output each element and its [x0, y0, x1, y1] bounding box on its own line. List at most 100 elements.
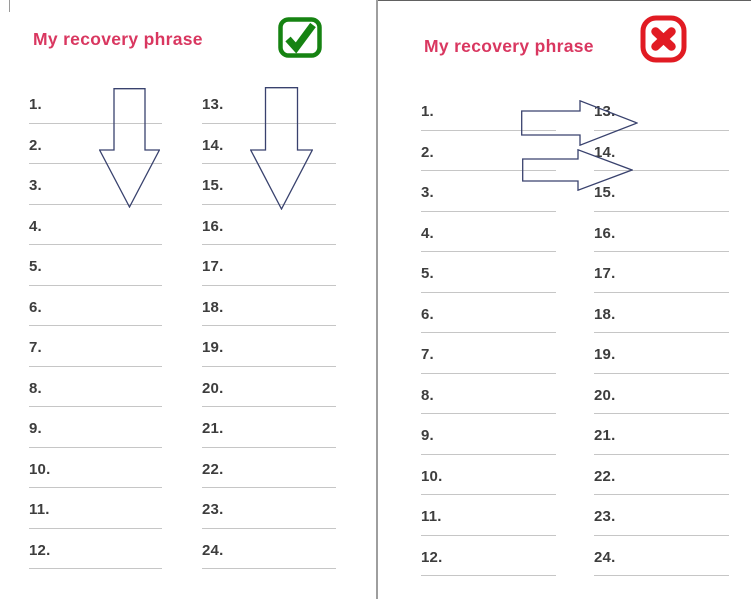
- panel-correct: My recovery phrase 1. 2. 3. 4. 5. 6. 7. 8. 9. 10.…: [29, 17, 336, 578]
- check-icon: [278, 17, 322, 58]
- line-number: 1.: [421, 103, 434, 120]
- phrase-blank-line: 14.: [594, 140, 729, 171]
- phrase-blank-line: 10.: [29, 457, 162, 488]
- phrase-column-13-24: 13.14.15.16.17.18.19.20.21.22.23.24.: [594, 99, 729, 585]
- line-number: 6.: [29, 298, 42, 316]
- line-number: 6.: [421, 305, 434, 323]
- phrase-blank-line: 15.: [202, 173, 336, 205]
- phrase-blank-line: 20.: [202, 376, 336, 407]
- phrase-blank-line: 13.: [202, 92, 336, 124]
- stray-mark: [9, 0, 10, 12]
- line-number: 22.: [202, 460, 224, 478]
- line-number: 3.: [29, 177, 42, 194]
- phrase-blank-line: 21.: [594, 423, 729, 455]
- line-number: 4.: [29, 217, 42, 235]
- phrase-blank-line: 3.: [421, 180, 556, 212]
- phrase-blank-line: 24.: [202, 538, 336, 569]
- line-number: 5.: [29, 258, 42, 275]
- line-number: 23.: [594, 508, 616, 525]
- line-number: 10.: [29, 460, 51, 478]
- line-number: 10.: [421, 467, 443, 485]
- phrase-blank-line: 9.: [421, 423, 556, 455]
- line-number: 24.: [202, 541, 224, 559]
- phrase-blank-line: 23.: [202, 497, 336, 529]
- phrase-blank-line: 5.: [29, 254, 162, 286]
- cross-icon: [640, 15, 687, 63]
- phrase-blank-line: 15.: [594, 180, 729, 212]
- line-number: 17.: [202, 258, 224, 275]
- phrase-blank-line: 12.: [421, 545, 556, 576]
- line-number: 14.: [594, 143, 616, 161]
- phrase-blank-line: 9.: [29, 416, 162, 448]
- phrase-blank-line: 14.: [202, 133, 336, 164]
- phrase-blank-line: 16.: [202, 214, 336, 245]
- phrase-blank-line: 17.: [594, 261, 729, 293]
- phrase-column-1-12: 1. 2. 3. 4. 5. 6. 7. 8. 9. 10. 11. 12.: [421, 99, 556, 585]
- line-number: 12.: [421, 548, 443, 566]
- line-number: 19.: [594, 346, 616, 363]
- phrase-blank-line: 1.: [29, 92, 162, 124]
- phrase-blank-line: 18.: [202, 295, 336, 326]
- phrase-blank-line: 8.: [29, 376, 162, 407]
- phrase-blank-line: 6.: [421, 302, 556, 333]
- line-number: 12.: [29, 541, 51, 559]
- line-number: 21.: [594, 427, 616, 444]
- line-number: 14.: [202, 136, 224, 154]
- page-title: My recovery phrase: [424, 36, 594, 56]
- line-number: 17.: [594, 265, 616, 282]
- line-number: 11.: [29, 501, 50, 518]
- phrase-blank-line: 8.: [421, 383, 556, 414]
- phrase-column-1-12: 1. 2. 3. 4. 5. 6. 7. 8. 9. 10. 11. 12.: [29, 92, 162, 578]
- line-number: 11.: [421, 508, 442, 525]
- line-number: 15.: [202, 177, 224, 194]
- line-number: 8.: [421, 386, 434, 404]
- phrase-blank-line: 23.: [594, 504, 729, 536]
- panel-divider: [376, 0, 378, 599]
- phrase-blank-line: 12.: [29, 538, 162, 569]
- line-number: 22.: [594, 467, 616, 485]
- line-number: 16.: [202, 217, 224, 235]
- phrase-blank-line: 19.: [594, 342, 729, 374]
- line-number: 3.: [421, 184, 434, 201]
- line-number: 24.: [594, 548, 616, 566]
- line-number: 4.: [421, 224, 434, 242]
- phrase-blank-line: 11.: [421, 504, 556, 536]
- line-number: 1.: [29, 96, 42, 113]
- phrase-blank-line: 6.: [29, 295, 162, 326]
- line-number: 15.: [594, 184, 616, 201]
- phrase-blank-line: 16.: [594, 221, 729, 252]
- line-number: 8.: [29, 379, 42, 397]
- phrase-blank-line: 4.: [29, 214, 162, 245]
- line-number: 13.: [202, 96, 224, 113]
- page-title: My recovery phrase: [33, 29, 203, 49]
- phrase-blank-line: 21.: [202, 416, 336, 448]
- phrase-blank-line: 2.: [421, 140, 556, 171]
- phrase-blank-line: 17.: [202, 254, 336, 286]
- phrase-blank-line: 5.: [421, 261, 556, 293]
- phrase-blank-line: 11.: [29, 497, 162, 529]
- line-number: 9.: [29, 420, 42, 437]
- phrase-blank-line: 3.: [29, 173, 162, 205]
- phrase-blank-line: 22.: [202, 457, 336, 488]
- line-number: 5.: [421, 265, 434, 282]
- panel-top-border: [377, 0, 751, 1]
- phrase-blank-line: 4.: [421, 221, 556, 252]
- phrase-blank-line: 22.: [594, 464, 729, 495]
- line-number: 13.: [594, 103, 616, 120]
- panel-incorrect: My recovery phrase 1. 2. 3. 4. 5. 6. 7. 8. 9. 10.…: [377, 0, 751, 599]
- line-number: 18.: [202, 298, 224, 316]
- phrase-blank-line: 1.: [421, 99, 556, 131]
- line-number: 18.: [594, 305, 616, 323]
- line-number: 2.: [29, 136, 42, 154]
- phrase-blank-line: 13.: [594, 99, 729, 131]
- line-number: 16.: [594, 224, 616, 242]
- phrase-blank-line: 7.: [29, 335, 162, 367]
- line-number: 23.: [202, 501, 224, 518]
- phrase-blank-line: 19.: [202, 335, 336, 367]
- phrase-blank-line: 24.: [594, 545, 729, 576]
- line-number: 7.: [421, 346, 434, 363]
- phrase-blank-line: 18.: [594, 302, 729, 333]
- line-number: 7.: [29, 339, 42, 356]
- line-number: 9.: [421, 427, 434, 444]
